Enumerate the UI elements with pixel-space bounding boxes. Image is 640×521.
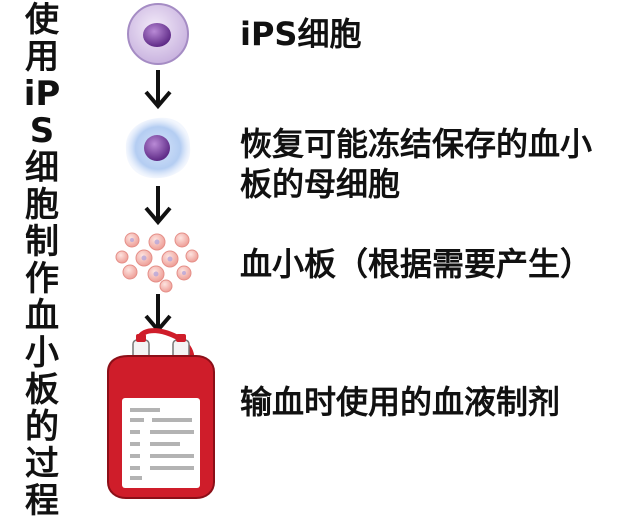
step-label-megakaryocyte: 恢复可能冻结保存的血小板的母细胞 xyxy=(240,125,593,203)
step-label-platelets: 血小板（根据需要产生） xyxy=(240,245,593,283)
arrow-down-icon xyxy=(144,186,172,226)
arrow-down-icon xyxy=(144,70,172,110)
blood-bag-icon xyxy=(107,328,215,499)
megakaryocyte-icon xyxy=(125,117,191,179)
platelets-icon xyxy=(115,232,199,293)
step-label-ips-cell: iPS细胞 xyxy=(240,15,362,53)
ips-cell-icon xyxy=(127,3,189,65)
diagram-title: 使用iPS细胞制作血小板的过程 xyxy=(23,0,61,521)
step-label-blood-product: 输血时使用的血液制剂 xyxy=(240,383,561,421)
arrow-down-icon xyxy=(144,294,172,334)
process-illustration xyxy=(107,3,215,499)
